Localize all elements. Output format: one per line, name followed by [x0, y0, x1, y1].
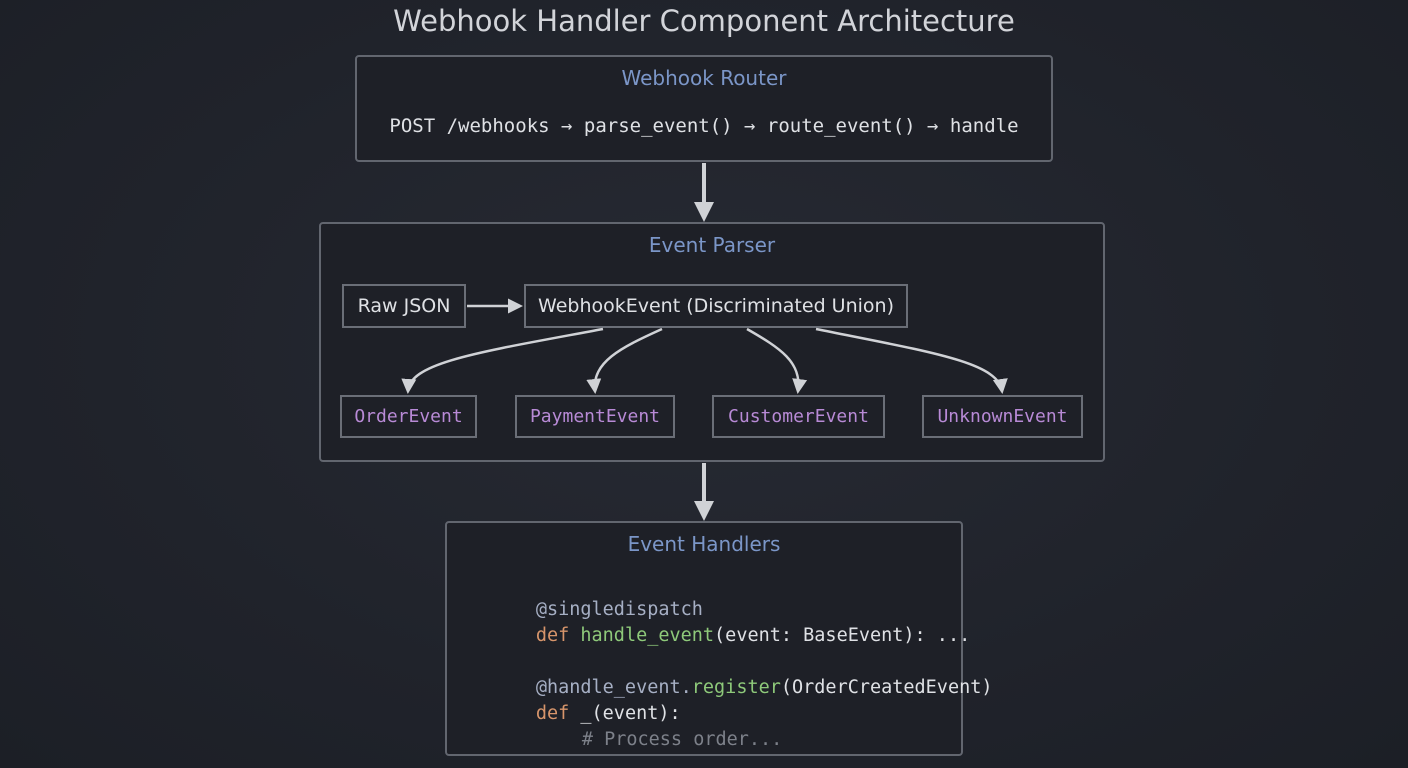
code-line-5: # Process order...	[515, 708, 782, 768]
customer-event-box: CustomerEvent	[712, 395, 885, 438]
webhook-event-union-box: WebhookEvent (Discriminated Union)	[524, 284, 908, 328]
code-decorator: @singledispatch	[535, 599, 703, 620]
code-line-4: def _(event):	[469, 682, 681, 745]
webhook-router-panel: Webhook Router POST /webhooks → parse_ev…	[355, 55, 1053, 162]
code-signature: _(event):	[569, 703, 681, 724]
event-handlers-title: Event Handlers	[627, 532, 781, 556]
code-keyword: def	[535, 703, 570, 724]
code-space	[569, 625, 580, 646]
code-line-1: @singledispatch	[469, 578, 703, 641]
order-event-box: OrderEvent	[340, 395, 477, 438]
event-parser-title: Event Parser	[648, 233, 776, 257]
raw-json-box: Raw JSON	[342, 284, 466, 328]
code-line-2: def handle_event(event: BaseEvent): ...	[469, 604, 970, 667]
code-decorator: @handle_event.	[535, 677, 692, 698]
code-keyword: def	[535, 625, 570, 646]
code-function-name: register	[691, 677, 781, 698]
code-function-name: handle_event	[580, 625, 715, 646]
unknown-event-box: UnknownEvent	[922, 395, 1083, 438]
diagram-title: Webhook Handler Component Architecture	[393, 4, 1015, 38]
code-arguments: (OrderCreatedEvent)	[780, 677, 993, 698]
code-line-3: @handle_event.register(OrderCreatedEvent…	[469, 656, 993, 719]
code-comment: # Process order...	[581, 729, 783, 750]
code-signature: (event: BaseEvent): ...	[714, 625, 971, 646]
payment-event-box: PaymentEvent	[515, 395, 675, 438]
router-flow-text: POST /webhooks → parse_event() → route_e…	[389, 115, 1019, 137]
webhook-router-title: Webhook Router	[621, 66, 787, 90]
event-handlers-panel: Event Handlers @singledispatch def handl…	[445, 521, 993, 756]
